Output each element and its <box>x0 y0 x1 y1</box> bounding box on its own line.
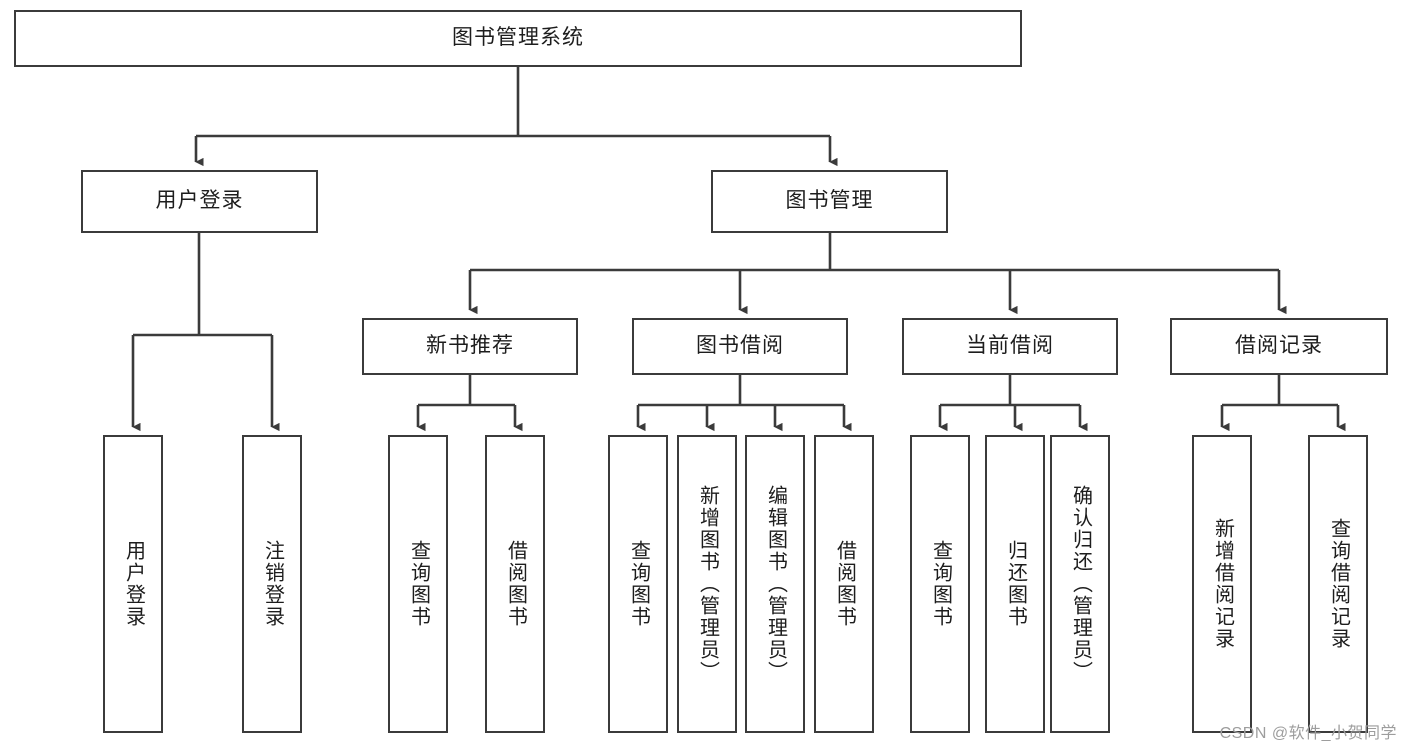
leaf-logout[interactable]: 注销登录 <box>242 435 302 733</box>
node-label: 新增借阅记录 <box>1211 518 1234 650</box>
leaf-query-borrow-record[interactable]: 查询借阅记录 <box>1308 435 1368 733</box>
node-label: 借阅图书 <box>504 540 527 628</box>
leaf-edit-book-admin[interactable]: 编辑图书（管理员） <box>745 435 805 733</box>
node-label: 查询图书 <box>929 540 952 628</box>
node-book-borrow[interactable]: 图书借阅 <box>632 318 848 375</box>
node-label: 用户登录 <box>122 540 145 628</box>
node-label: 新增图书（管理员） <box>696 485 719 683</box>
node-label: 查询图书 <box>407 540 430 628</box>
leaf-add-borrow-record[interactable]: 新增借阅记录 <box>1192 435 1252 733</box>
node-label: 编辑图书（管理员） <box>764 485 787 683</box>
leaf-borrow-book[interactable]: 借阅图书 <box>814 435 874 733</box>
node-label: 注销登录 <box>261 540 284 628</box>
node-label: 借阅记录 <box>1235 334 1323 358</box>
node-label: 归还图书 <box>1004 540 1027 628</box>
node-borrow-record[interactable]: 借阅记录 <box>1170 318 1388 375</box>
node-new-book-recommend[interactable]: 新书推荐 <box>362 318 578 375</box>
node-label: 图书管理 <box>785 189 874 213</box>
node-label: 新书推荐 <box>426 334 514 358</box>
leaf-confirm-return-admin[interactable]: 确认归还（管理员） <box>1050 435 1110 733</box>
leaf-user-login[interactable]: 用户登录 <box>103 435 163 733</box>
leaf-query-book-borrow[interactable]: 查询图书 <box>608 435 668 733</box>
node-root-book-management-system[interactable]: 图书管理系统 <box>14 10 1022 67</box>
csdn-watermark: CSDN @软件_小贺同学 <box>1219 725 1397 742</box>
node-label: 确认归还（管理员） <box>1069 485 1092 683</box>
node-label: 查询图书 <box>627 540 650 628</box>
node-label: 图书管理系统 <box>452 26 584 50</box>
node-book-management[interactable]: 图书管理 <box>711 170 948 233</box>
node-label: 查询借阅记录 <box>1327 518 1350 650</box>
node-label: 图书借阅 <box>696 334 784 358</box>
node-label: 当前借阅 <box>966 334 1054 358</box>
leaf-query-book-newbook[interactable]: 查询图书 <box>388 435 448 733</box>
leaf-add-book-admin[interactable]: 新增图书（管理员） <box>677 435 737 733</box>
node-label: 用户登录 <box>155 189 244 213</box>
node-user-login[interactable]: 用户登录 <box>81 170 318 233</box>
leaf-query-book-current[interactable]: 查询图书 <box>910 435 970 733</box>
leaf-borrow-book-newbook[interactable]: 借阅图书 <box>485 435 545 733</box>
node-current-borrow[interactable]: 当前借阅 <box>902 318 1118 375</box>
node-label: 借阅图书 <box>833 540 856 628</box>
leaf-return-book[interactable]: 归还图书 <box>985 435 1045 733</box>
